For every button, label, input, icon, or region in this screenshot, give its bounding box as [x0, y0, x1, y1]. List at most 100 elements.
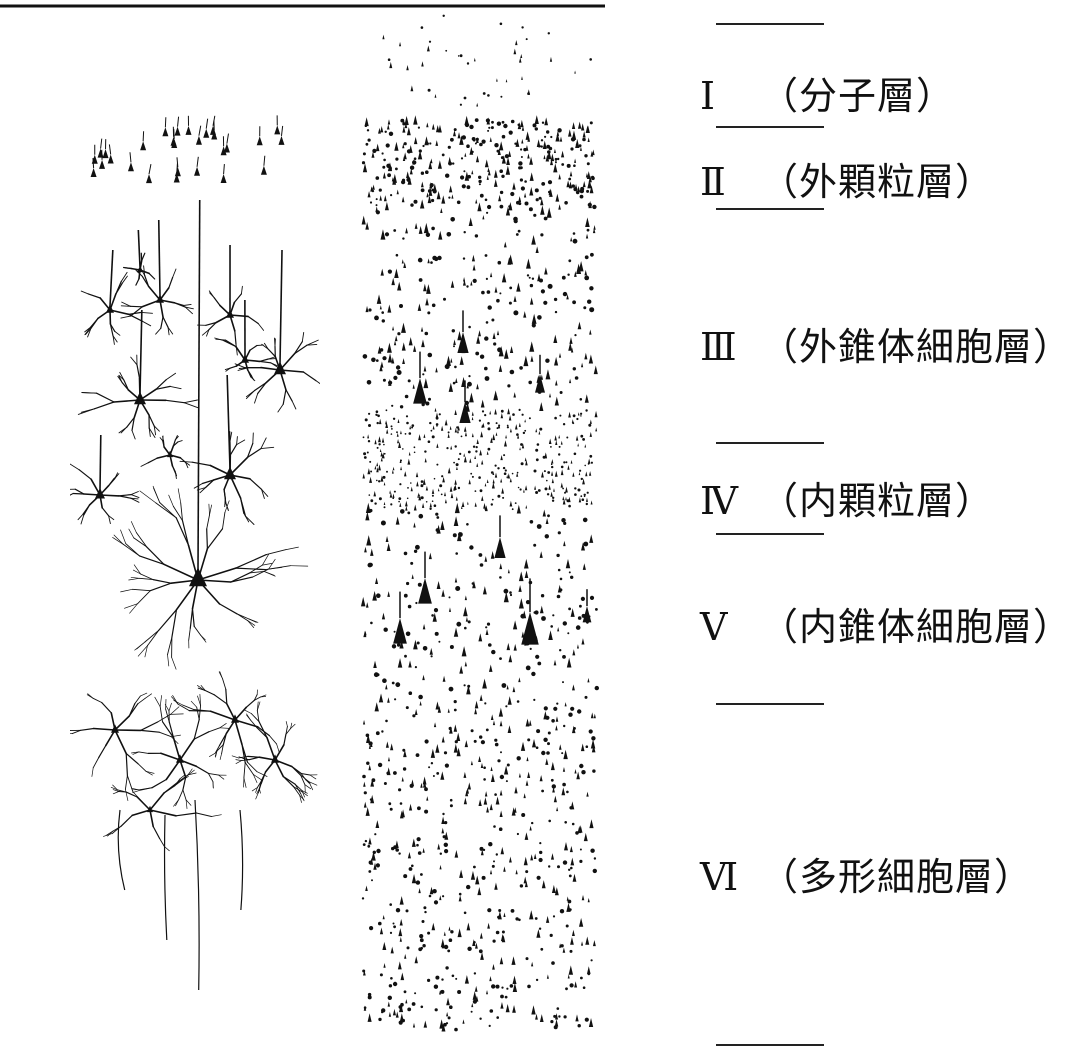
cell-body-dot — [455, 740, 458, 743]
cell-body-dot — [460, 54, 463, 57]
cell-body-dot — [498, 425, 500, 427]
dendrite-branch — [169, 495, 174, 506]
cell-body-triangle — [571, 608, 575, 617]
cell-body-triangle — [364, 547, 367, 553]
cell-body-dot — [471, 729, 474, 732]
cell-body-triangle — [540, 205, 544, 214]
cell-body-dot — [412, 424, 415, 427]
cell-body-dot — [575, 376, 579, 380]
cell-body-triangle — [366, 503, 371, 513]
cell-body-dot — [444, 843, 448, 847]
cell-body-dot — [541, 790, 544, 793]
dendrite-branch — [100, 298, 110, 310]
cell-body-dot — [568, 178, 571, 181]
cell-body-dot — [422, 944, 425, 947]
cell-body-triangle — [590, 432, 592, 437]
cell-body-triangle — [408, 660, 411, 667]
cell-body-triangle — [478, 330, 481, 336]
cell-body-dot — [511, 120, 515, 124]
cell-body-dot — [382, 152, 384, 154]
cell-body-dot — [362, 161, 365, 164]
cell-body-dot — [481, 291, 485, 295]
cell-body-triangle — [473, 264, 476, 270]
cell-body-triangle — [397, 282, 401, 291]
cell-body-dot — [479, 553, 483, 557]
cell-body-triangle — [591, 712, 594, 718]
cell-body-dot — [453, 345, 455, 347]
dendrite-branch — [209, 504, 210, 515]
cell-body-dot — [384, 628, 388, 632]
cell-body-triangle — [509, 857, 512, 863]
cell-body-dot — [472, 476, 474, 478]
cell-body-dot — [427, 979, 430, 982]
cell-body-triangle — [415, 709, 418, 715]
cell-body-triangle — [534, 486, 536, 490]
dendrite-branch — [205, 690, 215, 694]
cell-body-triangle — [558, 174, 561, 179]
cell-body-dot — [400, 405, 403, 408]
cell-body-dot — [552, 614, 554, 616]
cell-body-dot — [504, 472, 507, 475]
cell-body-triangle — [540, 606, 544, 614]
cell-body-dot — [536, 746, 539, 749]
cell-body-triangle — [476, 384, 479, 390]
dendrite-branch — [153, 827, 159, 839]
cell-body-dot — [424, 911, 426, 913]
cell-body-triangle — [443, 676, 446, 682]
cell-body-triangle — [454, 479, 457, 484]
cell-body-dot — [367, 452, 369, 454]
dendrite-branch — [194, 720, 199, 740]
cell-body-triangle — [383, 172, 386, 178]
cell-body-dot — [533, 123, 537, 127]
small-cell — [221, 174, 227, 183]
cell-body-dot — [386, 409, 388, 411]
dendrite-branch — [268, 349, 275, 357]
cell-body-dot — [570, 707, 574, 711]
dendrite-branch — [125, 789, 128, 800]
cell-body-dot — [558, 569, 561, 572]
cell-body-triangle — [593, 225, 595, 230]
dendrite-branch — [277, 744, 279, 752]
cell-body-dot — [432, 500, 434, 502]
axon — [195, 800, 199, 990]
cell-body-triangle — [413, 1023, 415, 1028]
dendrite-branch — [237, 614, 248, 621]
cell-body-dot — [486, 118, 490, 122]
dendrite-branch — [198, 549, 207, 580]
cell-body-dot — [473, 866, 476, 869]
cell-body-dot — [468, 451, 471, 454]
cell-body-triangle — [572, 130, 576, 139]
dendrite-branch — [172, 657, 177, 669]
cell-body-triangle — [574, 769, 576, 773]
cell-body-dot — [540, 948, 543, 951]
cell-body-dot — [580, 849, 582, 851]
cell-body-triangle — [421, 61, 423, 66]
cell-body-dot — [425, 739, 429, 743]
cell-body-dot — [478, 476, 481, 479]
cell-body-triangle — [436, 412, 439, 418]
cell-body-triangle — [468, 479, 470, 484]
cell-body-triangle — [448, 467, 451, 473]
cell-body-triangle — [525, 570, 529, 578]
cell-body-triangle — [554, 435, 557, 440]
cell-body-dot — [405, 433, 407, 435]
cell-body-dot — [455, 552, 458, 555]
cell-body-dot — [414, 157, 417, 160]
dendrite-branch — [210, 505, 212, 515]
cell-body-triangle — [381, 269, 384, 276]
cell-body-dot — [570, 950, 573, 953]
cell-body-triangle — [490, 804, 493, 811]
cell-body-dot — [555, 311, 557, 313]
dendrite-branch — [173, 695, 178, 704]
dendrite-branch — [230, 445, 236, 456]
cell-body-dot — [559, 415, 561, 417]
cell-body-dot — [502, 497, 504, 499]
dendrite-branch — [235, 707, 246, 720]
dendrite-branch — [161, 317, 163, 328]
cell-body-triangle — [574, 271, 577, 277]
cell-body-dot — [363, 354, 368, 359]
cell-body-triangle — [453, 339, 456, 345]
cell-body-triangle — [554, 796, 557, 803]
dendrite-branch — [183, 790, 186, 800]
cell-body-triangle — [527, 153, 529, 158]
